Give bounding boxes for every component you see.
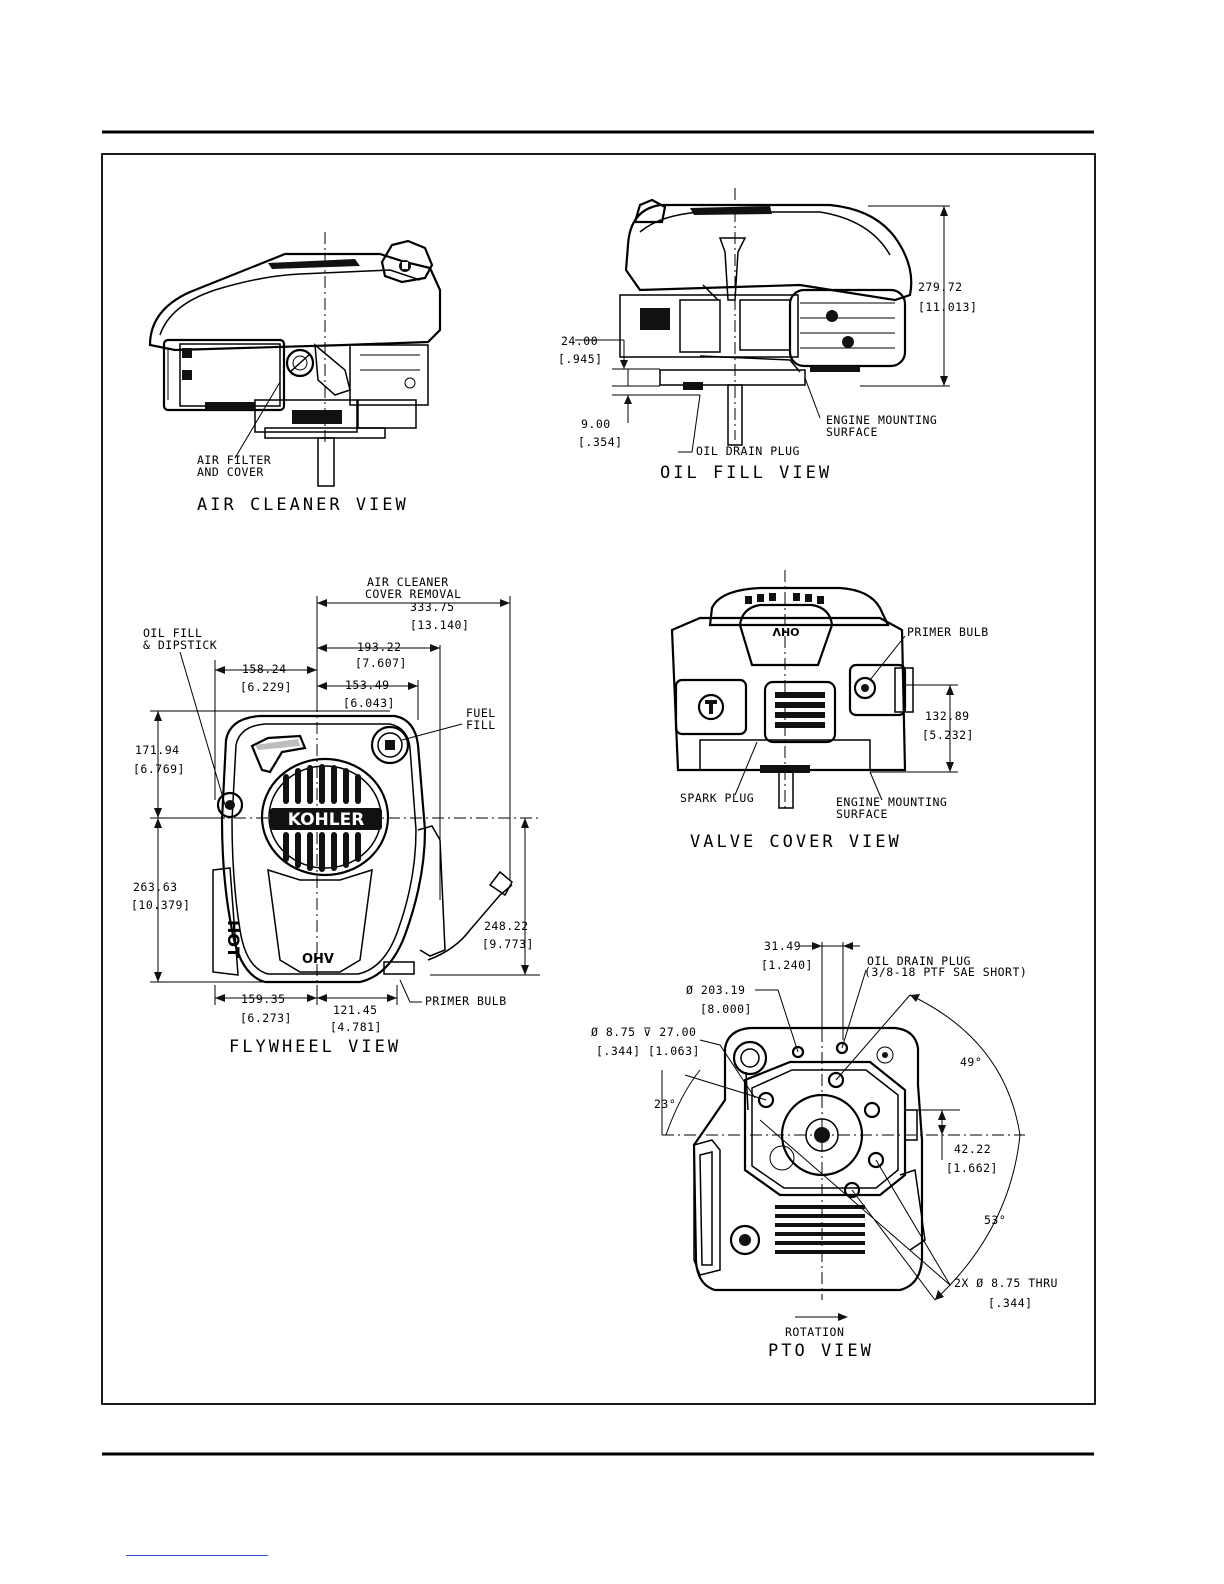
flywheel-121-mm: 121.45 (333, 1003, 378, 1017)
flywheel-159-mm: 159.35 (241, 992, 286, 1006)
pto-42-in: [1.662] (946, 1161, 998, 1175)
flywheel-kohler-logo: KOHLER (288, 810, 365, 830)
oil-fill-view: 279.72 [11.013] 24.00 [.945] 9.00 [.354]… (558, 188, 977, 483)
valve-cover-132-in: [5.232] (922, 728, 974, 742)
air-filter-callout-line2: AND COVER (197, 465, 264, 479)
flywheel-primer-callout: PRIMER BULB (425, 994, 507, 1008)
flywheel-248-mm: 248.22 (484, 919, 529, 933)
pto-42-mm: 42.22 (954, 1142, 991, 1156)
pto-drain-callout-line2: (3/8-18 PTF SAE SHORT) (864, 965, 1027, 979)
oil-fill-9-mm: 9.00 (581, 417, 611, 431)
flywheel-159-in: [6.273] (240, 1011, 292, 1025)
oil-fill-view-title: OIL FILL VIEW (660, 463, 832, 483)
pto-angle-49: 49° (960, 1055, 982, 1069)
flywheel-333-mm: 333.75 (410, 600, 455, 614)
flywheel-oil-fill-callout-line2: & DIPSTICK (143, 638, 217, 652)
valve-cover-ohv-badge: OHV (772, 625, 800, 638)
pto-engine-drawing (662, 942, 1025, 1300)
valve-cover-engine-drawing: OHV (670, 570, 914, 810)
valve-cover-head-fins (775, 692, 825, 728)
pto-bolt-holes (757, 1041, 885, 1199)
valve-cover-132-mm: 132.89 (925, 709, 970, 723)
pto-31-mm: 31.49 (764, 939, 801, 953)
flywheel-fuel-fill-callout-line2: FILL (466, 718, 496, 732)
air-cleaner-view-title: AIR CLEANER VIEW (197, 495, 409, 515)
flywheel-248-in: [9.773] (482, 937, 534, 951)
flywheel-153-mm: 153.49 (345, 678, 390, 692)
valve-cover-mounting-callout-line1: ENGINE MOUNTING (836, 795, 947, 809)
valve-cover-fins (745, 593, 824, 604)
pto-thru-mm: 2X Ø 8.75 THRU (954, 1276, 1058, 1290)
flywheel-acr-line1: AIR CLEANER (367, 575, 449, 589)
pto-hole-mm: Ø 8.75 ⊽ 27.00 (591, 1025, 696, 1039)
flywheel-view-title: FLYWHEEL VIEW (229, 1037, 401, 1057)
flywheel-158-in: [6.229] (240, 680, 292, 694)
valve-cover-spark-callout: SPARK PLUG (680, 791, 754, 805)
flywheel-171-mm: 171.94 (135, 743, 180, 757)
air-filter-callout-line1: AIR FILTER (197, 453, 271, 467)
oil-fill-24-mm: 24.00 (561, 334, 598, 348)
flywheel-263-mm: 263.63 (133, 880, 178, 894)
drawing-frame (101, 153, 1096, 1405)
flywheel-158-mm: 158.24 (242, 662, 287, 676)
flywheel-153-in: [6.043] (343, 696, 395, 710)
pto-view-title: PTO VIEW (768, 1341, 874, 1361)
pto-view: 31.49 [1.240] OIL DRAIN PLUG (3/8-18 PTF… (591, 939, 1058, 1361)
pto-203-mm: Ø 203.19 (686, 983, 745, 997)
flywheel-193-mm: 193.22 (357, 640, 402, 654)
flywheel-333-in: [13.140] (410, 618, 469, 632)
flywheel-acr-line2: COVER REMOVAL (365, 587, 462, 601)
valve-cover-primer-callout: PRIMER BULB (907, 625, 989, 639)
oil-fill-mounting-callout-line1: ENGINE MOUNTING (826, 413, 937, 427)
oil-fill-24-in: [.945] (558, 352, 603, 366)
oil-fill-9-in: [.354] (578, 435, 623, 449)
flywheel-grille-slots (283, 764, 361, 872)
flywheel-engine-drawing: HOT K (190, 700, 540, 995)
pto-drain-callout-line1: OIL DRAIN PLUG (867, 954, 971, 968)
pto-31-in: [1.240] (761, 958, 813, 972)
oil-fill-height-mm: 279.72 (918, 280, 963, 294)
pto-203-in: [8.000] (700, 1002, 752, 1016)
pto-thru-in: [.344] (988, 1296, 1033, 1310)
pto-angle-23: 23° (654, 1097, 676, 1111)
oil-fill-mounting-callout-line2: SURFACE (826, 425, 878, 439)
oil-drain-plug-callout: OIL DRAIN PLUG (696, 444, 800, 458)
footer-link-underline[interactable] (126, 1555, 268, 1556)
flywheel-193-in: [7.607] (355, 656, 407, 670)
pto-hole-in: [.344] [1.063] (596, 1044, 700, 1058)
flywheel-hot-label: HOT (224, 920, 243, 958)
air-cleaner-view: AIR FILTER AND COVER AIR CLEANER VIEW (148, 232, 442, 515)
flywheel-fuel-fill-callout-line1: FUEL (466, 706, 496, 720)
pto-cylinder-fins (775, 1205, 865, 1254)
valve-cover-view: OHV 132.89 (670, 570, 989, 852)
valve-cover-view-title: VALVE COVER VIEW (690, 832, 902, 852)
flywheel-oil-fill-callout-line1: OIL FILL (143, 626, 202, 640)
flywheel-121-in: [4.781] (330, 1020, 382, 1034)
air-cleaner-engine-drawing (148, 232, 442, 487)
flywheel-171-in: [6.769] (133, 762, 185, 776)
flywheel-263-in: [10.379] (131, 898, 190, 912)
valve-cover-mounting-callout-line2: SURFACE (836, 807, 888, 821)
oil-fill-engine-drawing (619, 188, 913, 446)
flywheel-view: HOT K (131, 575, 540, 1057)
flywheel-ohv-badge: OHV (302, 952, 334, 967)
pto-angle-53: 53° (984, 1213, 1006, 1227)
pto-rotation-label: ROTATION (785, 1325, 844, 1339)
air-filter-leader (234, 381, 281, 459)
oil-fill-height-in: [11.013] (918, 300, 977, 314)
